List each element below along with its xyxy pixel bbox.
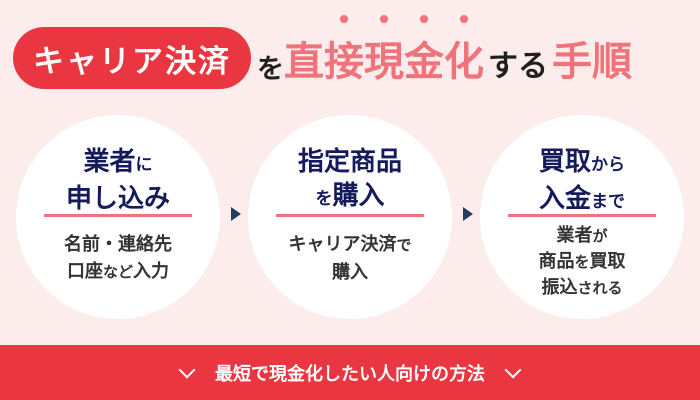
step-2-circle: 指定商品 を購入 キャリア決済で 購入 [248, 115, 452, 319]
step-2-heading: 指定商品 を購入 [248, 145, 452, 216]
step-1-heading-small: に [135, 155, 153, 175]
step-3-divider [508, 214, 656, 217]
step-1-body-line: 口座 [66, 261, 103, 282]
step-3-body: 業者が 商品を買取 振込される [480, 223, 684, 301]
step-2-body-small: で [396, 236, 412, 254]
step-3-body-tail: 買取 [589, 251, 626, 272]
title-char: 直 [284, 39, 324, 85]
arrow-right-icon [231, 207, 241, 221]
step-3-body-line: 業者 [556, 225, 593, 246]
step-1-circle: 業者に 申し込み 名前・連絡先 口座など入力 [16, 115, 220, 319]
step-3-body-line: 振込 [541, 277, 578, 298]
step-1-body-tail: 入力 [133, 261, 169, 282]
step-3-body-line: 商品 [538, 251, 575, 272]
step-1-heading: 業者に 申し込み [16, 145, 220, 216]
step-3-heading: 買取から 入金まで [480, 145, 684, 219]
step-1-body: 名前・連絡先 口座など入力 [16, 231, 220, 286]
step-2-heading-main-2: 購入 [332, 181, 385, 211]
step-3-heading-main: 買取 [538, 147, 591, 177]
step-3-body-small: される [577, 279, 623, 297]
title-char-emphasis: 化 [444, 29, 484, 87]
arrow-right-icon [463, 207, 473, 221]
title-char-emphasis: 金 [404, 29, 444, 87]
step-2-body-line: 購入 [332, 262, 368, 283]
footer-bar[interactable]: 最短で現金化したい人向けの方法 [0, 345, 700, 400]
chevron-down-icon [178, 361, 196, 378]
step-2-divider [276, 214, 424, 217]
footer-label: 最短で現金化したい人向けの方法 [215, 363, 485, 385]
title-char-emphasis: 現 [364, 29, 404, 87]
step-3-body-small: を [574, 253, 590, 271]
step-1-body-small: など [102, 263, 133, 281]
title-particle-2: する [488, 49, 548, 84]
step-1-body-line: 名前・連絡先 [64, 234, 172, 255]
title-char-emphasis: 接 [324, 29, 364, 87]
step-3-heading-small: から [591, 155, 625, 175]
step-3-body-small: が [592, 227, 608, 245]
step-3-circle: 買取から 入金まで 業者が 商品を買取 振込される [480, 115, 684, 319]
step-2-body-line: キャリア決済 [288, 234, 397, 255]
step-1-heading-main: 業者 [83, 147, 136, 177]
title-tail: 手順 [552, 39, 632, 85]
title-pill: キャリア決済 [13, 27, 251, 89]
step-1-divider [44, 214, 192, 217]
chevron-down-icon [504, 361, 522, 378]
title-particle: を [257, 53, 284, 85]
step-3-heading-small-2: まで [591, 192, 625, 212]
step-2-body: キャリア決済で 購入 [248, 231, 452, 286]
step-1-heading-main-2: 申し込み [65, 184, 170, 214]
step-2-heading-main: 指定商品 [297, 147, 402, 177]
title-highlight: 直接現金化 [284, 29, 484, 87]
step-2-heading-small: を [315, 189, 333, 209]
step-3-heading-main-2: 入金 [538, 184, 591, 214]
page-title: キャリア決済 を 直接現金化 する 手順 [13, 27, 632, 89]
